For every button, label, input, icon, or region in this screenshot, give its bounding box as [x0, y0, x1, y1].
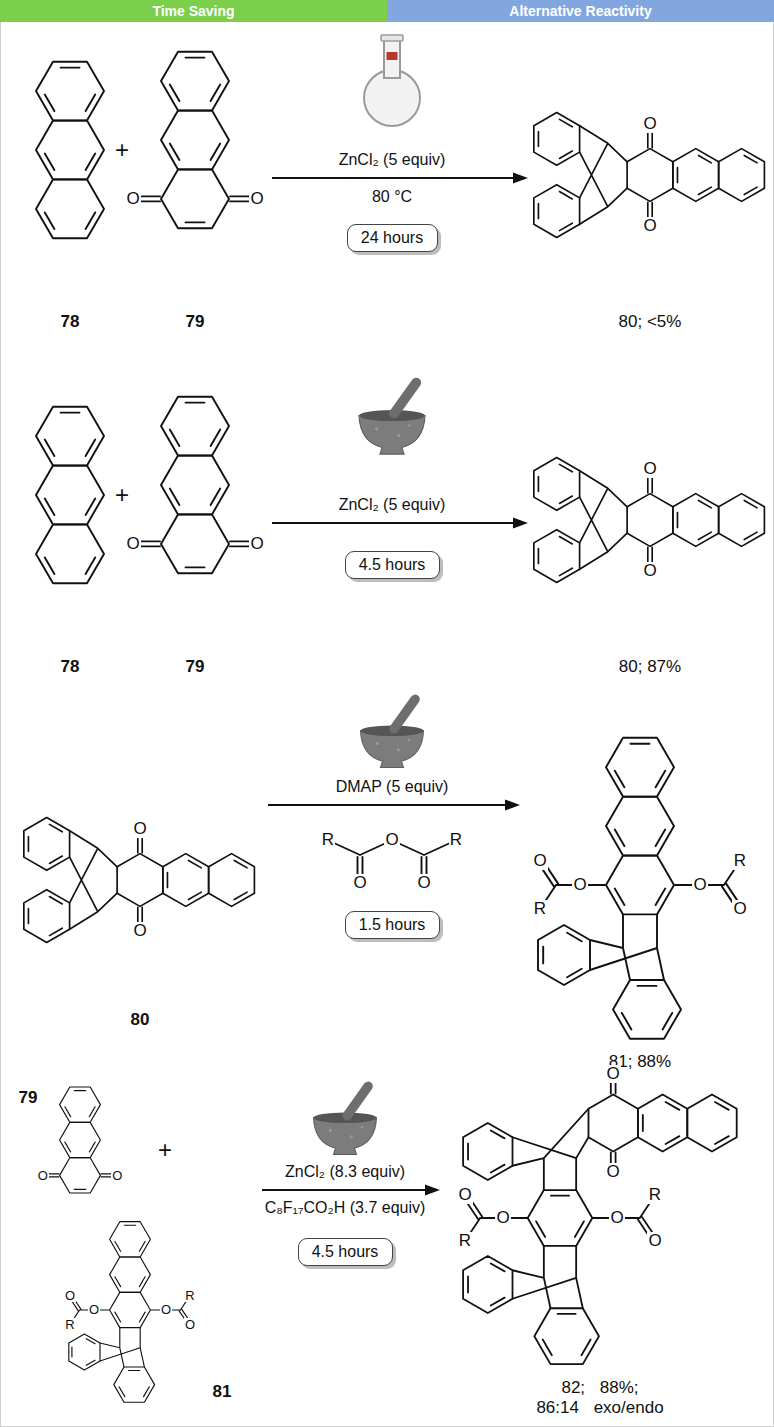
atom-label: O: [184, 1318, 196, 1332]
atom-label: O: [88, 1303, 100, 1317]
atom-label: R: [458, 1232, 472, 1250]
time-box: 24 hours: [347, 224, 438, 252]
compound-80: [534, 113, 765, 238]
atom-label: O: [125, 190, 140, 208]
compound-number: 79: [19, 1088, 38, 1108]
compound-80: [24, 818, 255, 943]
mortar-icon: [314, 1086, 377, 1154]
header-band: Alternative Reactivity: [387, 0, 774, 22]
time-text: 4.5 hours: [312, 1243, 379, 1260]
flask-icon: [364, 35, 420, 126]
atom-label: R: [648, 1186, 662, 1204]
compound-number: 78: [61, 312, 80, 332]
atom-label: O: [732, 900, 747, 918]
time-text: 24 hours: [361, 229, 423, 246]
atom-label: O: [416, 874, 431, 892]
compound-label: 82; 88%; 86:14 exo/endo: [535, 1378, 666, 1419]
atom-label: O: [111, 1169, 123, 1183]
plus-sign: +: [115, 136, 129, 164]
compound-number: 79: [186, 657, 205, 677]
reaction-condition: ZnCl₂ (8.3 equiv): [285, 1163, 405, 1181]
time-text: 4.5 hours: [359, 556, 426, 573]
atom-label: O: [532, 852, 547, 870]
reaction-condition: ZnCl₂ (5 equiv): [339, 151, 446, 169]
compound-number: 78: [61, 657, 80, 677]
atom-label: R: [321, 831, 335, 849]
mortar-icon: [361, 699, 424, 767]
mortar-icon: [359, 383, 425, 455]
compound-79: [141, 397, 249, 574]
atom-label: O: [642, 217, 657, 235]
compound-81: [69, 1222, 188, 1403]
atom-label: O: [692, 876, 707, 894]
reaction-arrows: [262, 173, 528, 1196]
compound-79: [141, 52, 249, 229]
atom-label: O: [125, 535, 140, 553]
atom-label: O: [160, 1303, 172, 1317]
compound-number: 79: [186, 312, 205, 332]
atom-label: O: [132, 820, 147, 838]
plus-sign: +: [115, 481, 129, 509]
reaction-condition: C₈F₁₇CO₂H (3.7 equiv): [265, 1199, 426, 1217]
reaction-condition: DMAP (5 equiv): [336, 778, 449, 796]
atom-label: O: [647, 1232, 662, 1250]
compound-78: [36, 407, 104, 584]
atom-label: R: [449, 831, 463, 849]
compound-81: [538, 738, 737, 1039]
atom-label: O: [132, 922, 147, 940]
atom-label: R: [184, 1289, 195, 1303]
plus-sign: +: [158, 1136, 172, 1164]
compound-78: [36, 62, 104, 239]
compound-number: 81: [213, 1382, 232, 1402]
atom-label: O: [37, 1169, 49, 1183]
header-text: Alternative Reactivity: [509, 3, 651, 19]
atom-label: O: [572, 876, 587, 894]
time-box: 1.5 hours: [345, 911, 440, 939]
structures: [24, 52, 765, 1403]
time-box: 4.5 hours: [345, 551, 440, 579]
compound-82: [463, 1080, 737, 1364]
atom-label: O: [352, 874, 367, 892]
atom-label: R: [533, 900, 547, 918]
time-text: 1.5 hours: [359, 916, 426, 933]
compound-label: 80; <5%: [619, 312, 682, 332]
atom-label: O: [64, 1289, 76, 1303]
atom-label: O: [642, 460, 657, 478]
header-band: Time Saving: [0, 0, 387, 22]
reaction-condition: ZnCl₂ (5 equiv): [339, 496, 446, 514]
atom-label: O: [249, 190, 264, 208]
atom-label: R: [733, 852, 747, 870]
header-text: Time Saving: [152, 3, 234, 19]
atom-label: O: [457, 1186, 472, 1204]
atom-label: O: [495, 1209, 510, 1227]
atom-label: O: [606, 1163, 621, 1181]
atom-label: O: [384, 831, 399, 849]
atom-label: O: [606, 1065, 621, 1083]
atom-label: O: [642, 562, 657, 580]
atom-label: O: [609, 1209, 624, 1227]
compound-number: 80: [131, 1010, 150, 1030]
compound-79: [48, 1087, 113, 1193]
atom-label: O: [642, 115, 657, 133]
reaction-condition: 80 °C: [372, 188, 412, 206]
atom-label: O: [249, 535, 264, 553]
compound-label: 80; 87%: [619, 657, 681, 677]
atom-label: R: [64, 1318, 75, 1332]
time-box: 4.5 hours: [298, 1238, 393, 1266]
compound-80: [534, 458, 765, 583]
